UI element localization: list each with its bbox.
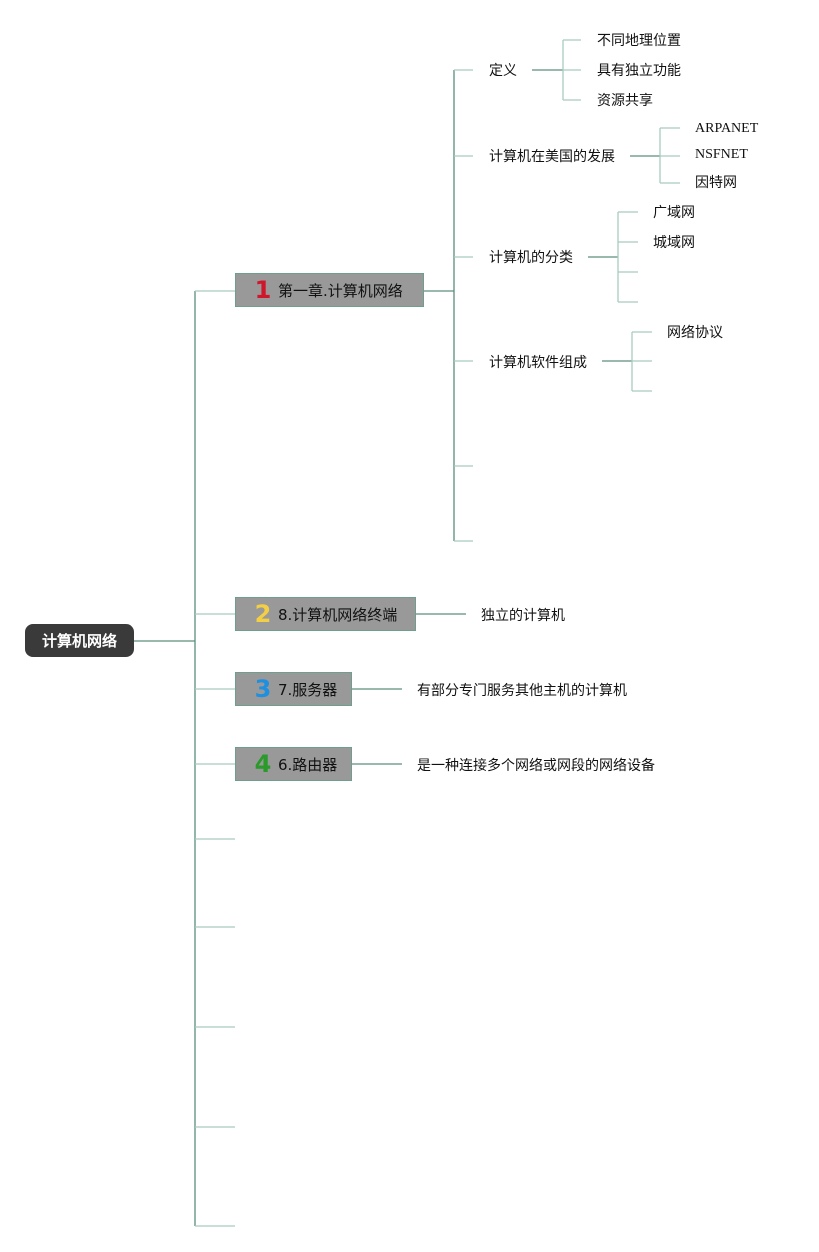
- topic-chapter1[interactable]: 1 第一章.计算机网络: [235, 273, 424, 307]
- leaf-node[interactable]: 因特网: [695, 175, 737, 191]
- note-server[interactable]: 有部分专门服务其他主机的计算机: [417, 683, 627, 699]
- leaf-node[interactable]: NSFNET: [695, 147, 748, 162]
- leaf-node[interactable]: 城域网: [653, 235, 695, 251]
- leaf-node[interactable]: 资源共享: [597, 93, 653, 109]
- leaf-node[interactable]: 网络协议: [667, 325, 723, 341]
- topic-label: 8.计算机网络终端: [278, 605, 398, 624]
- subtopic-us-development[interactable]: 计算机在美国的发展: [489, 149, 615, 165]
- topic-router[interactable]: 4 6.路由器: [235, 747, 352, 781]
- note-router[interactable]: 是一种连接多个网络或网段的网络设备: [417, 758, 655, 774]
- topic-label: 6.路由器: [278, 755, 338, 774]
- topic-label: 第一章.计算机网络: [278, 281, 403, 300]
- root-label: 计算机网络: [41, 632, 117, 650]
- subtopic-classification[interactable]: 计算机的分类: [489, 250, 573, 266]
- leaf-node[interactable]: ARPANET: [695, 121, 759, 136]
- leaf-node[interactable]: 不同地理位置: [597, 33, 681, 49]
- note-terminal[interactable]: 独立的计算机: [481, 608, 565, 624]
- number-1-icon: 1: [254, 276, 272, 304]
- topic-terminal[interactable]: 2 8.计算机网络终端: [235, 597, 416, 631]
- number-4-icon: 4: [254, 750, 272, 778]
- number-2-icon: 2: [254, 600, 272, 628]
- number-3-icon: 3: [254, 675, 272, 703]
- topic-label: 7.服务器: [278, 680, 338, 699]
- subtopic-definition[interactable]: 定义: [489, 63, 517, 79]
- leaf-node[interactable]: 具有独立功能: [597, 63, 681, 79]
- root-node[interactable]: 计算机网络: [25, 624, 134, 657]
- leaf-node[interactable]: 广域网: [653, 205, 695, 221]
- subtopic-software[interactable]: 计算机软件组成: [489, 355, 587, 371]
- topic-server[interactable]: 3 7.服务器: [235, 672, 352, 706]
